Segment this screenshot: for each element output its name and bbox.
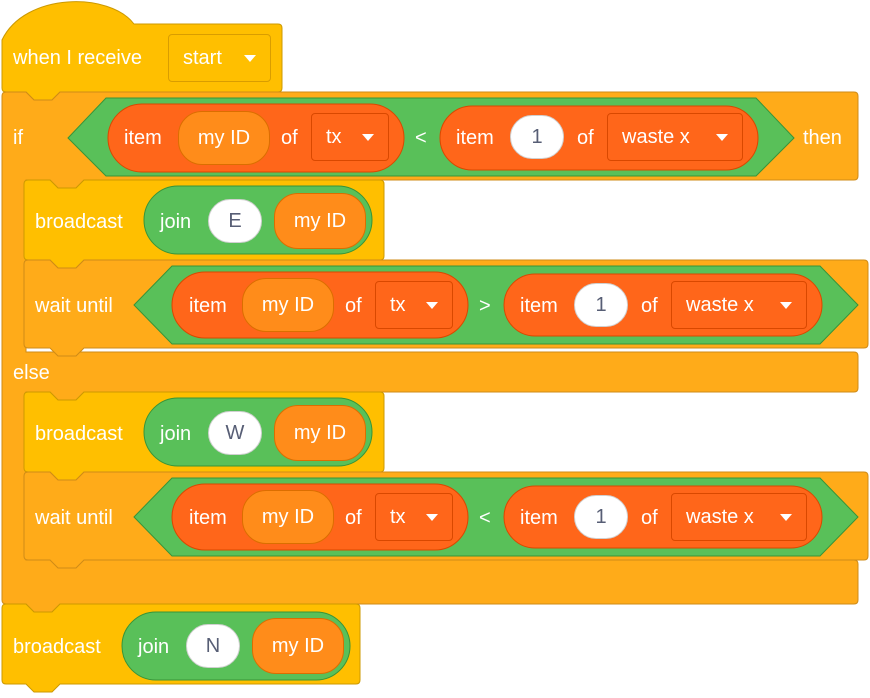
list-dropdown-value: waste x: [622, 125, 690, 148]
of-label: of: [577, 127, 594, 149]
dropdown-caret-icon: [426, 301, 438, 309]
message-dropdown-value: start: [183, 46, 222, 69]
of-label: of: [345, 507, 362, 529]
list-dropdown-value: waste x: [686, 293, 754, 316]
dropdown-caret-icon: [244, 54, 256, 62]
join-label: join: [160, 423, 192, 445]
index-number-input[interactable]: 1: [574, 495, 628, 539]
of-label: of: [281, 127, 298, 149]
broadcast-label: broadcast: [35, 211, 123, 233]
index-number-input[interactable]: 1: [574, 283, 628, 327]
wait-until-label: wait until: [35, 295, 113, 317]
item-label: item: [189, 295, 227, 317]
list-dropdown-tx[interactable]: tx: [375, 281, 453, 329]
my-id-variable-reporter[interactable]: my ID: [242, 490, 334, 544]
then-label: then: [803, 127, 842, 149]
item-label: item: [456, 127, 494, 149]
when-i-receive-label: when I receive: [13, 47, 142, 69]
join-text-input-n[interactable]: N: [186, 624, 240, 668]
list-dropdown-value: waste x: [686, 505, 754, 528]
join-label: join: [138, 636, 170, 658]
broadcast-label: broadcast: [13, 636, 101, 658]
index-number-input[interactable]: 1: [510, 115, 564, 159]
of-label: of: [641, 295, 658, 317]
if-else-block: [1, 91, 859, 613]
less-than-operator: <: [479, 507, 491, 529]
list-dropdown-tx[interactable]: tx: [311, 113, 389, 161]
dropdown-caret-icon: [780, 513, 792, 521]
list-dropdown-tx[interactable]: tx: [375, 493, 453, 541]
else-label: else: [13, 362, 50, 384]
item-label: item: [520, 295, 558, 317]
dropdown-caret-icon: [426, 513, 438, 521]
join-label: join: [160, 211, 192, 233]
my-id-variable-reporter[interactable]: my ID: [274, 405, 366, 461]
of-label: of: [345, 295, 362, 317]
join-text-input-w[interactable]: W: [208, 411, 262, 455]
my-id-variable-reporter[interactable]: my ID: [274, 193, 366, 249]
my-id-variable-reporter[interactable]: my ID: [178, 111, 270, 165]
item-label: item: [189, 507, 227, 529]
message-dropdown[interactable]: start: [168, 34, 271, 82]
dropdown-caret-icon: [716, 133, 728, 141]
if-label: if: [13, 127, 23, 149]
item-label: item: [520, 507, 558, 529]
dropdown-caret-icon: [362, 133, 374, 141]
greater-than-operator: >: [479, 295, 491, 317]
list-dropdown-waste-x[interactable]: waste x: [671, 281, 807, 329]
join-text-input-e[interactable]: E: [208, 199, 262, 243]
item-label: item: [124, 127, 162, 149]
my-id-variable-reporter[interactable]: my ID: [242, 278, 334, 332]
of-label: of: [641, 507, 658, 529]
wait-until-label: wait until: [35, 507, 113, 529]
list-dropdown-value: tx: [390, 505, 406, 528]
list-dropdown-value: tx: [326, 125, 342, 148]
dropdown-caret-icon: [780, 301, 792, 309]
broadcast-label: broadcast: [35, 423, 123, 445]
list-dropdown-waste-x[interactable]: waste x: [607, 113, 743, 161]
my-id-variable-reporter[interactable]: my ID: [252, 618, 344, 674]
list-dropdown-value: tx: [390, 293, 406, 316]
less-than-operator: <: [415, 127, 427, 149]
list-dropdown-waste-x[interactable]: waste x: [671, 493, 807, 541]
